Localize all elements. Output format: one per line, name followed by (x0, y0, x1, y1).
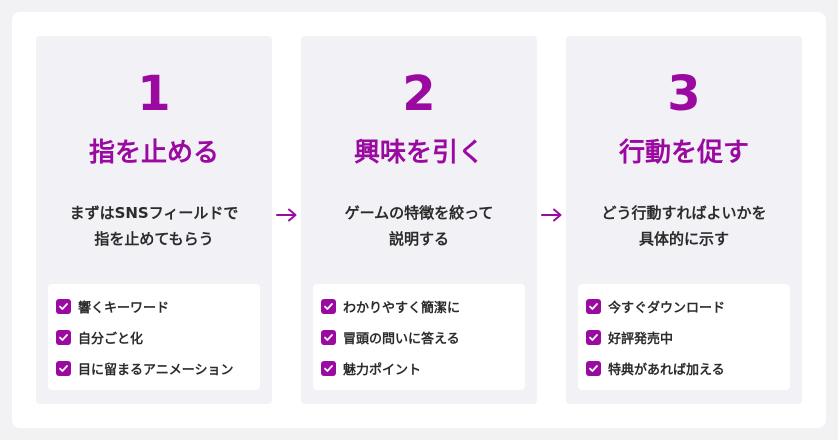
check-icon (321, 298, 336, 314)
step-description: まずはSNSフィールドで 指を止めてもらう (44, 200, 264, 252)
step-number: 3 (667, 66, 701, 122)
description-line: 指を止めてもらう (94, 230, 214, 248)
checklist-item: わかりやすく簡潔に (321, 296, 460, 316)
check-icon (321, 329, 336, 345)
check-icon (321, 360, 336, 376)
check-icon (56, 329, 71, 345)
step-title: 指を止める (88, 138, 219, 168)
checklist-item: 今すぐダウンロード (586, 296, 725, 316)
step-description: ゲームの特徴を絞って 説明する (309, 200, 529, 252)
check-icon (56, 298, 71, 314)
checklist-item: 魅力ポイント (321, 358, 421, 378)
arrow-right-icon (541, 208, 562, 222)
check-icon (586, 329, 601, 345)
checklist: 今すぐダウンロード 好評発売中 特典があれば加える (578, 284, 790, 390)
description-line: 具体的に示す (638, 230, 729, 248)
checklist-item-label: 目に留まるアニメーション (78, 362, 234, 378)
checklist-item-label: 特典があれば加える (608, 362, 725, 378)
arrow-right-icon (276, 208, 297, 222)
checklist: 響くキーワード 自分ごと化 目に留まるアニメーション (48, 284, 260, 390)
checklist: わかりやすく簡潔に 冒頭の問いに答える 魅力ポイント (313, 284, 525, 390)
step-number: 1 (137, 66, 171, 122)
description-line: ゲームの特徴を絞って (344, 204, 494, 222)
checklist-item-label: 響くキーワード (78, 300, 170, 316)
step-title: 行動を促す (618, 138, 749, 168)
checklist-item-label: 今すぐダウンロード (608, 300, 726, 316)
step-card-1: 1 指を止める まずはSNSフィールドで 指を止めてもらう 響くキーワード 自分… (36, 36, 272, 404)
checklist-item-label: 冒頭の問いに答える (343, 331, 460, 347)
description-line: どう行動すればよいかを (601, 204, 767, 222)
step-card-3: 3 行動を促す どう行動すればよいかを 具体的に示す 今すぐダウンロード 好評発… (566, 36, 802, 404)
check-icon (586, 360, 601, 376)
step-title: 興味を引く (353, 138, 484, 168)
description-line: 説明する (388, 230, 449, 248)
checklist-item: 特典があれば加える (586, 358, 725, 378)
check-icon (56, 360, 71, 376)
step-card-2: 2 興味を引く ゲームの特徴を絞って 説明する わかりやすく簡潔に 冒頭の問いに… (301, 36, 537, 404)
checklist-item-label: 自分ごと化 (78, 331, 144, 347)
checklist-item: 好評発売中 (586, 327, 673, 347)
checklist-item: 響くキーワード (56, 296, 169, 316)
checklist-item: 冒頭の問いに答える (321, 327, 460, 347)
step-description: どう行動すればよいかを 具体的に示す (574, 200, 794, 252)
diagram-panel: 1 指を止める まずはSNSフィールドで 指を止めてもらう 響くキーワード 自分… (12, 12, 826, 428)
description-line: まずはSNSフィールドで (69, 204, 239, 222)
checklist-item-label: わかりやすく簡潔に (343, 300, 461, 316)
check-icon (586, 298, 601, 314)
checklist-item: 自分ごと化 (56, 327, 143, 347)
step-number: 2 (402, 66, 436, 122)
checklist-item-label: 好評発売中 (608, 331, 674, 347)
checklist-item-label: 魅力ポイント (343, 362, 422, 378)
checklist-item: 目に留まるアニメーション (56, 358, 233, 378)
